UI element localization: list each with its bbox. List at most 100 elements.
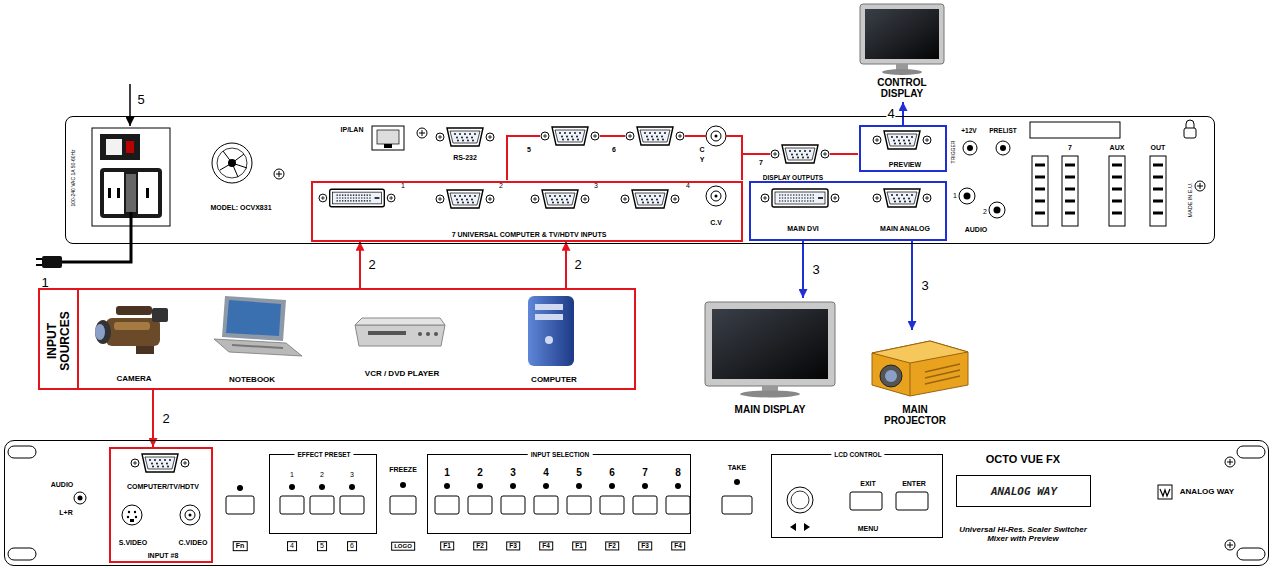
front-jack-part: [127, 516, 129, 518]
device-caption: VCR / DVD PLAYER: [365, 370, 439, 379]
brand-logo-part: [1160, 489, 1170, 496]
panel-label: PRELIST: [989, 127, 1016, 134]
input-selection-group: INPUT SELECTION: [427, 454, 691, 534]
lcd-text: ANALOG WAY: [991, 486, 1057, 498]
fan-part: [220, 151, 247, 177]
lcd-control-group: LCD CONTROLEXITENTERMENU: [771, 454, 943, 538]
notebook-icon-part: [222, 296, 286, 341]
power-inlet-part: [100, 134, 140, 160]
input-group: 7 UNIVERSAL COMPUTER & TV/HDTV INPUTS: [311, 181, 743, 242]
signal-arrow: [902, 102, 904, 125]
panel-label: 5: [527, 146, 531, 154]
input-sources-divider-part: [77, 288, 79, 390]
fan-part: [217, 148, 247, 178]
control-label: ENTER: [902, 480, 926, 488]
power-inlet-part: [126, 141, 134, 153]
computer-icon-part: [535, 304, 563, 310]
bnc-connector-part: [715, 195, 718, 198]
button-label: 5: [317, 541, 327, 551]
panel-label: OUT: [1151, 144, 1166, 152]
front-jack-part: [185, 510, 195, 520]
camera-icon-part: [95, 324, 105, 340]
input-sources-box: INPUT SOURCESCAMERANOTEBOOKVCR / DVD PLA…: [38, 288, 636, 390]
bnc-connector-part: [706, 186, 726, 206]
vcr-icon-part: [426, 332, 430, 336]
camera-icon-part: [152, 308, 168, 322]
input-8-box: COMPUTER/TV/HDTVS.VIDEOC.VIDEOINPUT #8: [109, 447, 213, 563]
vga-connector: [131, 127, 931, 472]
button-label: F3: [506, 541, 520, 550]
vga-connector-part: [541, 127, 599, 145]
brand-logo-part: [1158, 485, 1172, 499]
main-display: MAIN DISPLAY: [690, 298, 850, 420]
group-label: 7 UNIVERSAL COMPUTER & TV/HDTV INPUTS: [452, 231, 607, 239]
input-wire: [507, 136, 858, 180]
signal-arrow: [911, 241, 913, 330]
front-jack-part: [78, 496, 83, 501]
button-label: F1: [572, 541, 586, 550]
control-label: MENU: [858, 525, 879, 533]
front-jack: [74, 492, 200, 525]
rear-panel: MODEL: OCVX831 7 UNIVERSAL COMPUTER & TV/…: [65, 116, 1215, 244]
computer-icon: [528, 296, 574, 366]
vga-connector-part: [873, 131, 931, 149]
panel-label: ANALOG WAY: [1180, 488, 1234, 497]
output-label: MAIN ANALOG: [880, 225, 930, 233]
panel-label: RS-232: [453, 154, 477, 162]
projector-icon-part: [872, 341, 968, 363]
front-button-part: [633, 496, 657, 514]
power-cable-part: [36, 259, 42, 265]
signal-arrow: [359, 242, 361, 288]
panel-label: MADE IN E.U.: [1187, 182, 1193, 217]
panel-label: TRIGGER: [951, 141, 957, 164]
front-button-part: [435, 496, 459, 514]
button-label: F1: [440, 541, 454, 550]
panel-screw-part: [417, 128, 427, 138]
vcr-icon-part: [355, 318, 445, 325]
front-panel: OCTO VUE FXUniversal Hi-Res. Scaler Swit…: [4, 440, 1269, 566]
lan-jack-part: [384, 144, 392, 148]
rack-ear-hole: [8, 446, 1265, 560]
front-button-part: [600, 496, 624, 514]
panel-label: 1: [444, 467, 450, 478]
panel-label: 7: [759, 159, 763, 167]
front-led-part: [289, 484, 295, 490]
vga-connector-part: [771, 145, 829, 163]
effect-preset-group: EFFECT PRESET: [269, 454, 377, 534]
callout-number: 3: [920, 278, 929, 292]
button-label: F3: [638, 541, 652, 550]
main-display-icon-part: [705, 302, 835, 386]
panel-label: 3: [510, 467, 516, 478]
panel-label: C: [699, 146, 704, 154]
front-led: [237, 479, 740, 491]
audio-jack-part: [989, 202, 1005, 218]
panel-label: 1: [290, 471, 294, 479]
power-cable-part: [62, 212, 131, 262]
front-jack-part: [128, 511, 130, 513]
preview-output: PREVIEW: [859, 125, 947, 172]
front-led-part: [477, 483, 483, 489]
button-label: F4: [671, 541, 685, 550]
bnc-connector-part: [715, 135, 718, 138]
notebook-icon-part: [214, 339, 302, 356]
panel-screw-part: [1225, 457, 1235, 467]
panel-label: +12V: [961, 127, 976, 134]
device-caption: COMPUTER: [531, 376, 577, 385]
lock-slot-part: [1184, 128, 1196, 138]
computer-icon-part: [528, 296, 574, 366]
device-caption: MAIN DISPLAY: [735, 404, 806, 415]
audio-jack-part: [996, 141, 1010, 155]
device-caption: INPUT SOURCES: [46, 311, 72, 371]
panel-screw: [274, 128, 1235, 550]
audio-jack-part: [959, 188, 975, 204]
label-plate-part: [1030, 122, 1120, 138]
input-label: COMPUTER/TV/HDTV: [127, 483, 199, 491]
control-display: CONTROL DISPLAY: [852, 2, 952, 102]
device-caption: NOTEBOOK: [229, 376, 275, 385]
front-button-part: [310, 496, 334, 514]
camera-icon-part: [114, 322, 150, 330]
model-label: MODEL: OCVX831: [210, 204, 271, 212]
panel-label: 5: [576, 467, 582, 478]
front-led-part: [400, 482, 406, 488]
power-inlet-part: [104, 172, 124, 214]
